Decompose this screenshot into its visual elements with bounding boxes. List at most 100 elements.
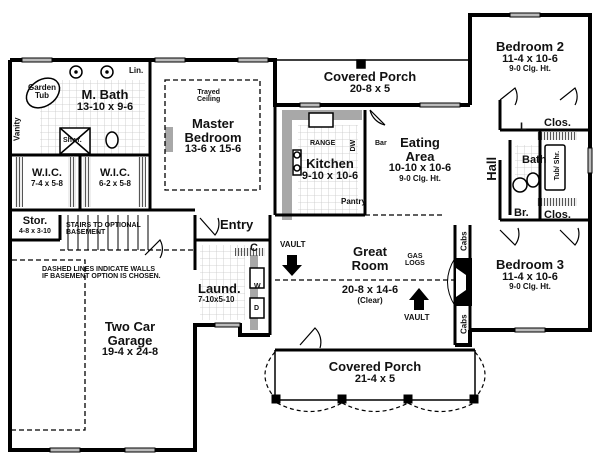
door-swings <box>144 87 580 349</box>
linen2-label: L <box>520 121 527 133</box>
wic1-label: W.I.C. 7-4 x 5-8 <box>24 167 70 188</box>
great-room-clear: (Clear) <box>357 295 383 305</box>
laundry-name: Laund. <box>198 281 241 296</box>
trayed-ceiling-line1: Trayed <box>197 89 220 96</box>
stairs-line1: STAIRS TO OPTIONAL <box>66 222 141 229</box>
garden-tub-line1: Garden <box>28 83 57 92</box>
front-porch-name: Covered Porch <box>328 359 422 374</box>
fixtures <box>25 65 566 319</box>
great-room-name1: Great <box>353 244 387 259</box>
master-bath-size: 13-10 x 9-6 <box>76 100 134 113</box>
wic2-size: 6-2 x 5-8 <box>98 178 132 188</box>
bedroom3-ceiling: 9-0 Clg. Ht. <box>509 282 551 292</box>
garage-size: 19-4 x 24-8 <box>101 346 159 359</box>
bedroom2-label: Bedroom 2 11-4 x 10-6 9-0 Clg. Ht. <box>480 40 580 74</box>
master-bath-label: M. Bath 13-10 x 9-6 <box>60 88 150 113</box>
laundry-floor <box>200 245 245 320</box>
eating-area-name2: Area <box>405 148 435 164</box>
wic2-name: W.I.C. <box>100 167 130 179</box>
fireplace <box>447 257 472 307</box>
bedroom3-label: Bedroom 3 11-4 x 10-6 9-0 Clg. Ht. <box>480 258 580 292</box>
bedroom2-size: 11-4 x 10-6 <box>502 52 558 65</box>
storage-size: 4-8 x 3-10 <box>19 227 51 235</box>
garage-label: Two Car Garage 19-4 x 24-8 <box>80 320 180 359</box>
basement-note: DASHED LINES INDICATE WALLS IF BASEMENT … <box>42 266 161 281</box>
master-bedroom-name2: Bedroom <box>184 129 242 145</box>
kitchen-size: 9-10 x 10-6 <box>301 169 359 182</box>
stairs <box>67 215 149 250</box>
trayed-ceiling-label: Trayed Ceiling <box>197 89 220 104</box>
gas-logs-label: GAS LOGS <box>405 253 425 268</box>
cabs-bottom-label: Cabs <box>459 314 469 334</box>
front-porch-label: Covered Porch 21-4 x 5 <box>320 360 430 385</box>
tub-shower-label: Tub/ Shr. <box>554 150 562 181</box>
rear-porch-outline <box>275 59 470 69</box>
front-porch-size: 21-4 x 5 <box>354 372 396 385</box>
bedroom2-name: Bedroom 2 <box>496 39 564 54</box>
coat-closet-label: C <box>250 242 258 254</box>
hall-label: Hall <box>484 156 500 181</box>
closet3-label: Clos. <box>544 209 571 221</box>
bedroom2-ceiling: 9-0 Clg. Ht. <box>509 64 551 74</box>
interior-walls <box>10 60 590 345</box>
eating-area-label: Eating Area 10-10 x 10-6 9-0 Clg. Ht. <box>380 136 460 183</box>
vanity-label: Vanity <box>12 117 22 141</box>
storage-name: Stor. <box>22 215 48 227</box>
washer-label: W <box>254 283 261 290</box>
great-room-label: Great Room <box>330 245 410 272</box>
garden-tub-label: Garden Tub <box>28 83 57 101</box>
eating-area-ceiling: 9-0 Clg. Ht. <box>399 173 441 183</box>
kitchen-label: Kitchen 9-10 x 10-6 <box>295 157 365 182</box>
pantry-label: Pantry <box>341 197 366 206</box>
master-bedroom-name1: Master <box>192 116 234 131</box>
windows <box>21 12 593 453</box>
wic1-size: 7-4 x 5-8 <box>30 178 64 188</box>
shower-label: Shwr. <box>63 137 82 144</box>
laundry-label: Laund. 7-10x5-10 <box>198 282 241 304</box>
bath-label: Bath <box>522 154 547 166</box>
garden-tub-line2: Tub <box>34 91 50 101</box>
entry-label: Entry <box>220 217 254 232</box>
kitchen-floor <box>298 125 358 215</box>
master-bath-name: M. Bath <box>81 87 129 102</box>
great-room-name2: Room <box>351 257 389 273</box>
basement-note-line2: IF BASEMENT OPTION IS CHOSEN. <box>42 273 161 281</box>
trayed-ceiling-line2: Ceiling <box>197 96 221 104</box>
wic1-name: W.I.C. <box>32 167 62 179</box>
stairs-label: STAIRS TO OPTIONAL BASEMENT <box>66 222 141 237</box>
closet-rods <box>15 132 577 256</box>
master-bedroom-label: Master Bedroom 13-6 x 15-6 <box>168 117 258 156</box>
gas-logs-line2: LOGS <box>405 260 425 268</box>
vault-left-label: VAULT <box>280 240 306 249</box>
closet2-label: Clos. <box>544 117 571 129</box>
vault-arrows <box>282 255 429 310</box>
vault-right-label: VAULT <box>404 313 430 322</box>
kitchen-name: Kitchen <box>306 156 354 171</box>
garage-name1: Two Car <box>104 319 156 334</box>
great-room-size: 20-8 x 14-6 <box>341 284 399 296</box>
rear-porch-name: Covered Porch <box>323 69 417 84</box>
rear-porch-size: 20-8 x 5 <box>349 82 391 95</box>
eating-area-size: 10-10 x 10-6 <box>388 162 452 175</box>
range-label: RANGE <box>310 140 336 147</box>
garage-name2: Garage <box>107 332 153 348</box>
bar-label: Bar <box>375 140 387 147</box>
dryer-label: D <box>254 305 260 312</box>
bedroom3-name: Bedroom 3 <box>496 257 564 272</box>
dw-label: DW <box>350 139 358 152</box>
wic2-label: W.I.C. 6-2 x 5-8 <box>92 167 138 188</box>
storage-label: Stor. 4-8 x 3-10 <box>12 215 58 235</box>
stairs-line2: BASEMENT <box>66 229 106 237</box>
master-bedroom-size: 13-6 x 15-6 <box>184 143 242 156</box>
linen-label: Lin. <box>129 66 144 75</box>
gas-logs-line1: GAS <box>407 253 423 260</box>
cabs-top-label: Cabs <box>459 231 469 251</box>
rear-porch-label: Covered Porch 20-8 x 5 <box>300 70 440 95</box>
basement-note-line1: DASHED LINES INDICATE WALLS <box>42 266 156 273</box>
great-room-size-label: 20-8 x 14-6 (Clear) <box>320 284 420 305</box>
eating-area-name1: Eating <box>400 135 440 150</box>
bedroom3-size: 11-4 x 10-6 <box>502 270 558 283</box>
broom-closet-label: Br. <box>514 207 529 219</box>
laundry-size: 7-10x5-10 <box>198 294 235 304</box>
